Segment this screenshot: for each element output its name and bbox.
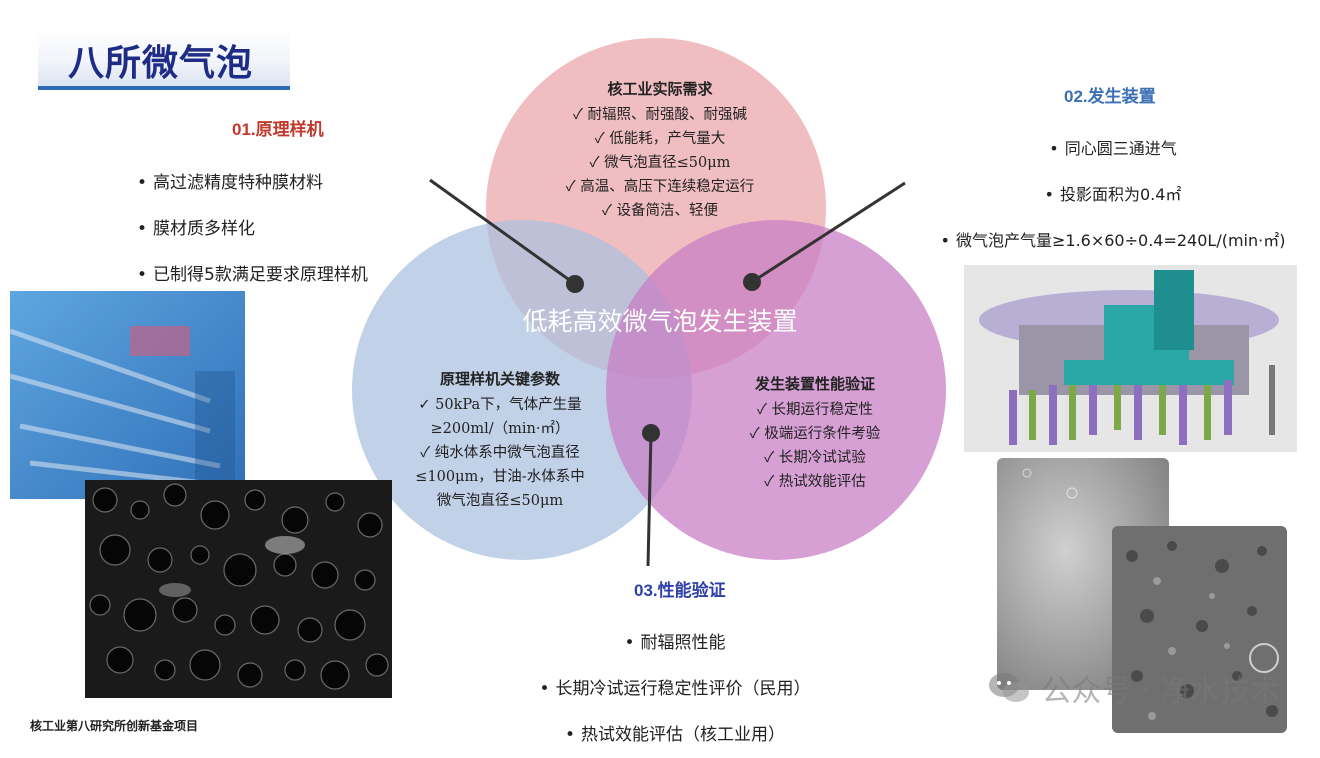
list-item: ✓ 热试效能评估: [764, 474, 866, 490]
section2-title: 02.发生装置: [1064, 82, 1156, 107]
list-item: ✓ 耐辐照、耐强酸、耐强碱: [572, 107, 747, 123]
section1-bullets: 高过滤精度特种膜材料 膜材质多样化 已制得5款满足要求原理样机: [137, 160, 368, 298]
connector-line-3: [646, 432, 653, 567]
list-item: 已制得5款满足要求原理样机: [137, 252, 368, 298]
center-label: 低耗高效微气泡发生装置: [522, 307, 798, 336]
microbubble-microscopy-photo: [85, 480, 392, 698]
list-item: 高过滤精度特种膜材料: [137, 160, 368, 206]
section1-number: 01.: [232, 120, 256, 139]
circle-top-heading: 核工业实际需求: [607, 80, 713, 98]
title-underline: [38, 86, 290, 90]
watermark: 公众号 · 净水技术: [987, 666, 1280, 710]
membrane-prototype-photo: [10, 291, 245, 499]
connector-dot-1: [566, 275, 584, 293]
device-3d-render: [964, 265, 1297, 452]
list-item: ✓ 极端运行条件考验: [749, 426, 881, 442]
list-item: 同心圆三通进气: [918, 126, 1308, 172]
list-item: ✓ 纯水体系中微气泡直径: [420, 445, 580, 461]
footer-note: 核工业第八研究所创新基金项目: [30, 719, 199, 733]
title-background: [38, 30, 290, 88]
section3-label: 性能验证: [657, 581, 726, 601]
watermark-text: 公众号 · 净水技术: [1041, 674, 1280, 709]
section2-label: 发生装置: [1087, 87, 1156, 107]
circle-top-text: 核工业实际需求 ✓ 耐辐照、耐强酸、耐强碱 ✓ 低能耗，产气量大 ✓ 微气泡直径…: [540, 78, 780, 223]
section1-title: 01.原理样机: [232, 115, 324, 140]
list-item: ✓ 高温、高压下连续稳定运行: [565, 179, 755, 195]
connector-dot-2: [743, 273, 761, 291]
list-item: ✓ 低能耗，产气量大: [594, 131, 726, 147]
list-item: ≥200ml/（min·㎡）: [430, 421, 570, 437]
circle-right-heading: 发生装置性能验证: [754, 375, 875, 393]
page-title: 八所微气泡: [68, 42, 254, 84]
list-item: ✓ 50kPa下，气体产生量: [418, 397, 582, 413]
wechat-icon: [989, 673, 1030, 702]
circle-left-text: 原理样机关键参数 ✓ 50kPa下，气体产生量 ≥200ml/（min·㎡） ✓…: [390, 368, 610, 513]
circle-right-text: 发生装置性能验证 ✓ 长期运行稳定性 ✓ 极端运行条件考验 ✓ 长期冷试试验 ✓…: [720, 373, 910, 494]
connector-line-2: [751, 181, 906, 284]
section3-number: 03.: [634, 581, 658, 600]
micrograph-photo-2: [1112, 526, 1287, 733]
list-item: ≤100μm，甘油-水体系中: [415, 469, 585, 485]
section3-title: 03.性能验证: [634, 576, 726, 601]
connector-dot-3: [642, 424, 660, 442]
section2-bullets: 同心圆三通进气 投影面积为0.4㎡ 微气泡产气量≥1.6×60÷0.4=240L…: [918, 126, 1308, 264]
circle-left: [352, 220, 692, 560]
list-item: 热试效能评估（核工业用）: [500, 712, 850, 758]
list-item: ✓ 长期运行稳定性: [756, 402, 873, 418]
list-item: 微气泡直径≤50μm: [436, 493, 564, 509]
circle-right: [606, 220, 946, 560]
section2-number: 02.: [1064, 87, 1088, 106]
list-item: 微气泡产气量≥1.6×60÷0.4=240L/(min·㎡): [918, 218, 1308, 264]
list-item: 投影面积为0.4㎡: [918, 172, 1308, 218]
list-item: ✓ 设备简洁、轻便: [601, 203, 718, 219]
list-item: 膜材质多样化: [137, 206, 368, 252]
list-item: ✓ 微气泡直径≤50μm: [589, 155, 731, 171]
list-item: ✓ 长期冷试试验: [764, 450, 866, 466]
circle-left-heading: 原理样机关键参数: [439, 370, 560, 388]
section3-bullets: 耐辐照性能 长期冷试运行稳定性评价（民用） 热试效能评估（核工业用）: [500, 620, 850, 758]
venn-diagram: [352, 38, 946, 567]
section1-label: 原理样机: [255, 120, 324, 140]
list-item: 耐辐照性能: [500, 620, 850, 666]
connector-line-1: [429, 178, 576, 286]
list-item: 长期冷试运行稳定性评价（民用）: [500, 666, 850, 712]
